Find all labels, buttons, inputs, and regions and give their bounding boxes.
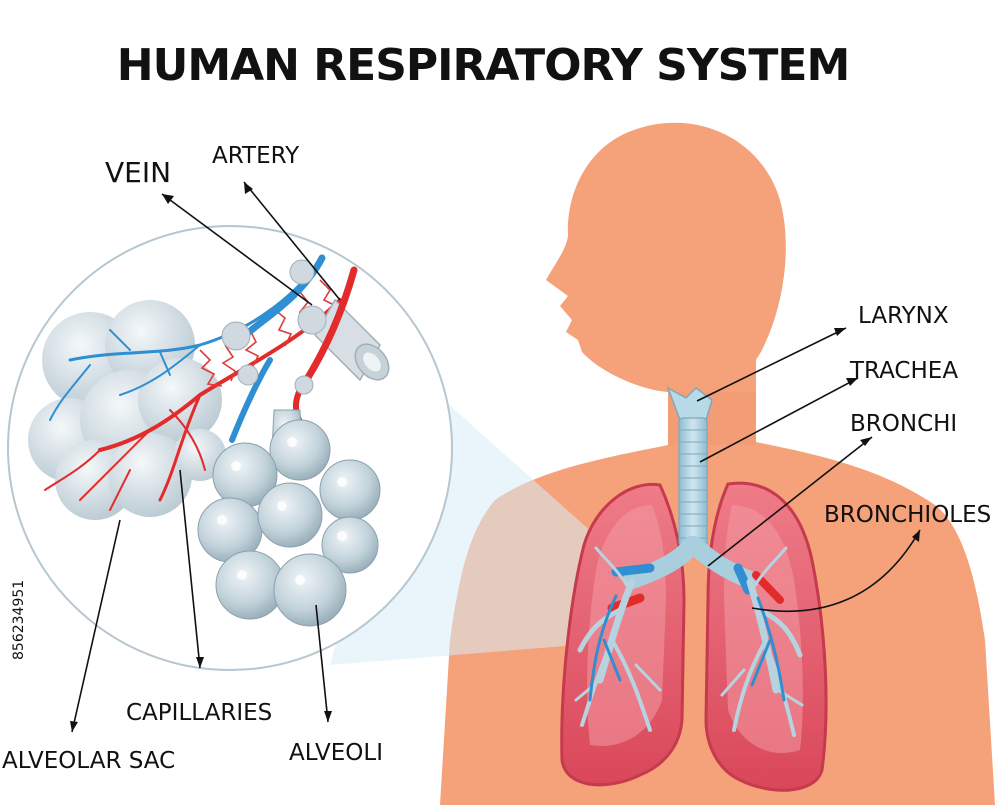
trachea-shape — [678, 417, 708, 547]
label-vein: VEIN — [105, 156, 171, 189]
page-title: HUMAN RESPIRATORY SYSTEM — [117, 40, 849, 91]
leader-lines — [70, 181, 921, 733]
label-alveoli: ALVEOLI — [289, 740, 383, 766]
label-bronchioles: BRONCHIOLES — [824, 502, 991, 528]
watermark-id: 856234951 — [11, 580, 27, 660]
alveoli-cluster — [197, 409, 381, 627]
label-bronchi: BRONCHI — [850, 411, 957, 437]
alveolar-sac — [28, 300, 226, 520]
label-trachea: TRACHEA — [849, 358, 958, 384]
airway — [574, 386, 804, 737]
label-capillaries: CAPILLARIES — [126, 700, 272, 726]
label-larynx: LARYNX — [858, 303, 949, 329]
magnified-view — [7, 225, 453, 671]
label-artery: ARTERY — [212, 143, 300, 169]
label-alveolar-sac: ALVEOLAR SAC — [2, 748, 175, 774]
